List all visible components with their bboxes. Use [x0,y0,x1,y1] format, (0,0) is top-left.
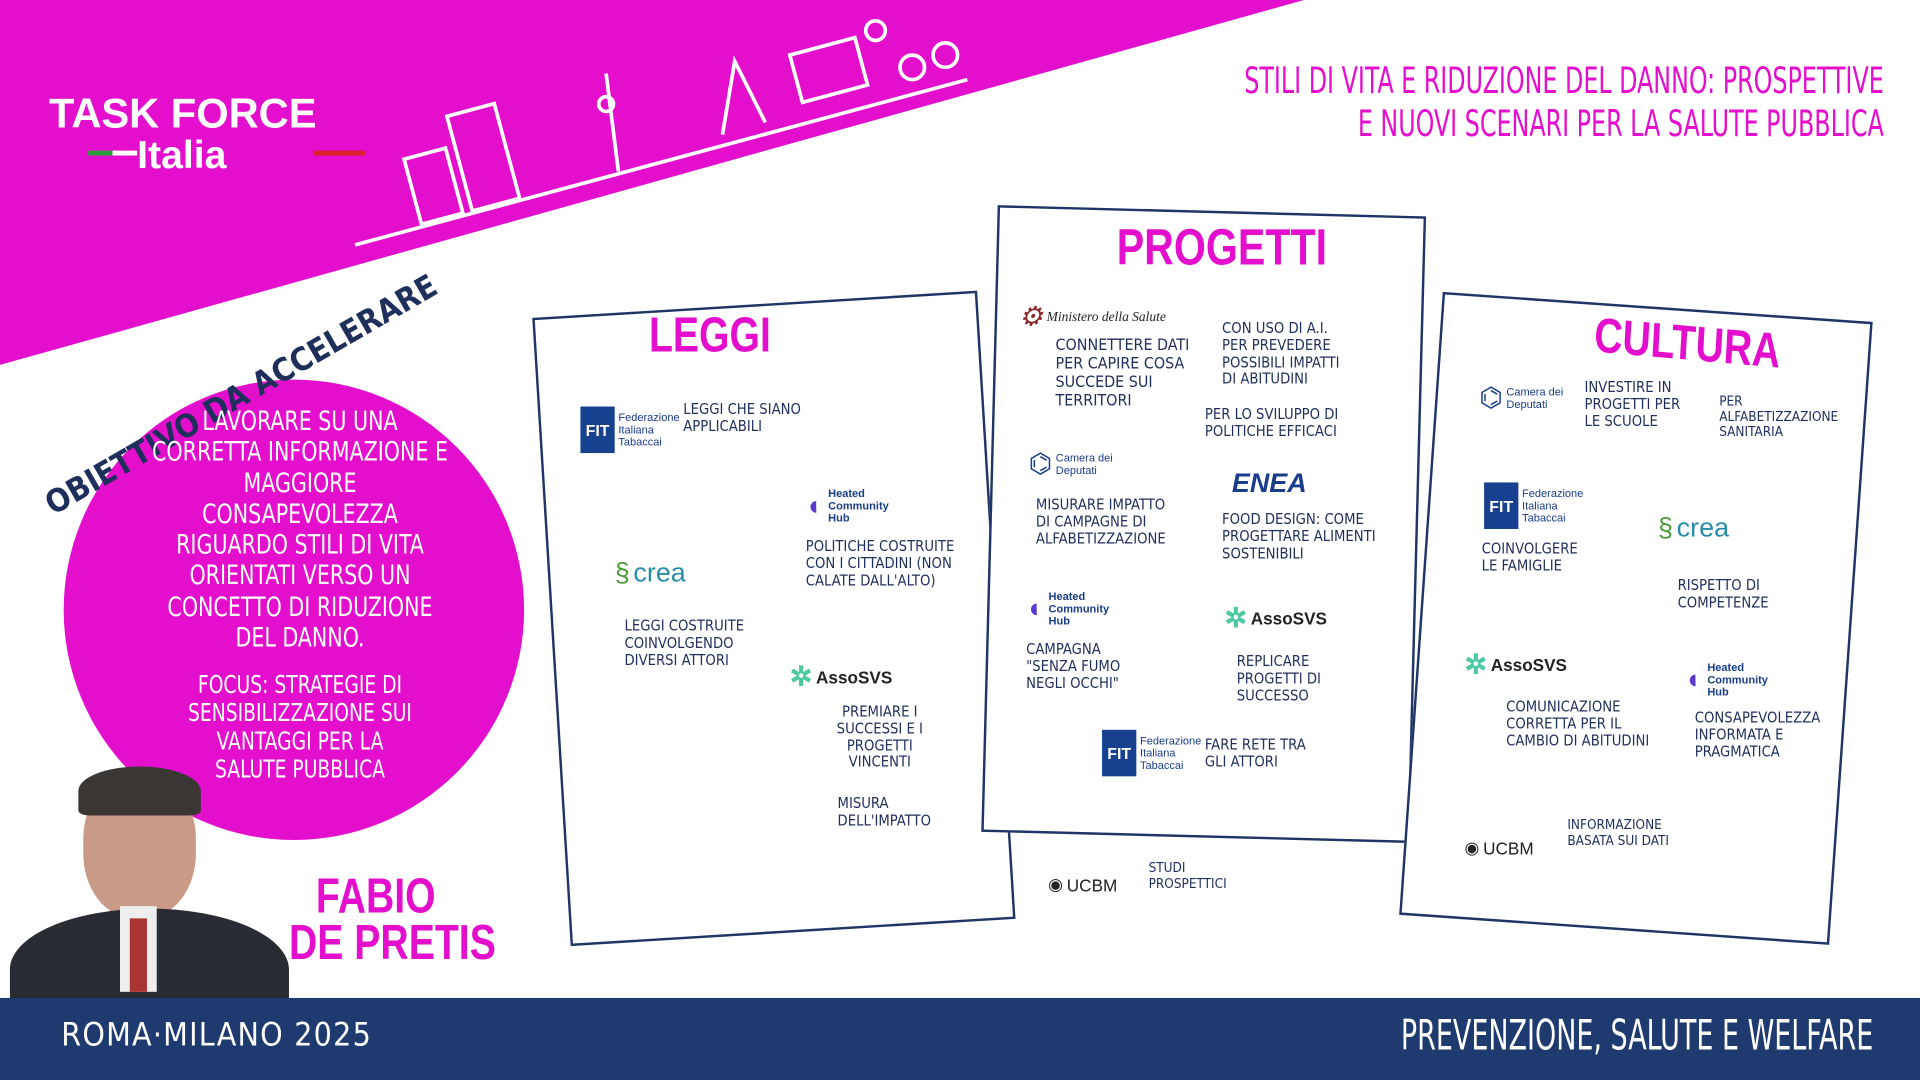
cultura-item: Informazione basata sui dati [1567,816,1669,849]
crea-logo: §crea [1657,511,1730,543]
progetti-item: Connettere dati per capire cosa succede … [1055,336,1190,410]
ucbm-logo: ◉UCBM [1048,874,1118,895]
assosvs-logo: ✲AssoSVS [1224,602,1327,634]
card-title-leggi: LEGGI [648,308,771,363]
leggi-item: Misura dell'impatto [837,794,931,829]
heated-logo: ◐Heated Community Hub [1687,661,1768,698]
card-title-progetti: PROGETTI [1116,217,1328,276]
card-leggi [532,290,1016,947]
cultura-item: Rispetto di competenze [1677,576,1769,611]
footer-bar: ROMA·MILANO 2025 PREVENZIONE, SALUTE E W… [0,997,1920,1080]
event-title: STILI DI VITA E RIDUZIONE DEL DANNO: PRO… [1243,60,1884,146]
footer-location: ROMA·MILANO 2025 [61,1017,373,1055]
ucbm-logo: ◉UCBM [1464,837,1534,858]
camera-logo: ⌬Camera dei Deputati [1479,382,1564,413]
cultura-item: Comunicazione corretta per il cambio di … [1506,697,1650,749]
city-skyline-icon [354,18,968,247]
task-force-logo: TASK FORCE Italia [49,93,365,174]
enea-logo: ENEA [1231,467,1307,499]
assosvs-logo: ✲AssoSVS [1464,648,1567,680]
cultura-item: Consapevolezza informata e pragmatica [1694,708,1821,760]
camera-logo: ⌬Camera dei Deputati [1028,448,1113,479]
progetti-item: Studi prospettici [1148,859,1227,891]
progetti-item: Con uso di A.I. per prevedere possibili … [1222,319,1340,388]
cultura-item: Per alfabetizzazione sanitaria [1719,393,1839,440]
ministero-logo: ⚙Ministero della Salute [1018,301,1166,332]
footer-topic: PREVENZIONE, SALUTE E WELFARE [1401,1011,1874,1061]
objective-body: Lavorare su una corretta informazione e … [152,406,448,654]
progetti-item: Misurare impatto di campagne di alfabeti… [1035,495,1166,547]
leggi-item: Leggi costruite coinvolgendo diversi att… [624,617,745,669]
objective-circle [63,379,525,841]
progetti-item: Per lo sviluppo di politiche efficaci [1204,405,1339,440]
cultura-item: Coinvolgere le famiglie [1481,540,1578,575]
leggi-item: Premiare i successi e i progetti vincent… [836,702,923,771]
assosvs-logo: ✲AssoSVS [789,661,893,692]
leggi-item: Leggi che siano applicabili [683,400,801,435]
heated-logo: ◐Heated Community Hub [1028,590,1110,627]
leggi-item: Politiche costruite con i cittadini (non… [805,537,955,589]
progetti-item: Campagna "Senza fumo negli occhi" [1026,640,1121,692]
heated-logo: ◐Heated Community Hub [808,487,889,525]
progetti-item: Fare rete tra gli attori [1204,735,1306,770]
cultura-item: Investire in progetti per le scuole [1584,378,1681,430]
objective-focus: Focus: strategie di sensibilizzazione su… [188,669,412,784]
speaker-first-name: FABIO [315,869,436,924]
crea-logo: §crea [614,557,686,588]
progetti-item: Replicare progetti di successo [1236,652,1321,704]
speaker-last-name: DE PRETIS [288,915,496,970]
speaker-photo [9,762,289,1000]
progetti-item: Food design: come progettare alimenti so… [1222,510,1376,562]
